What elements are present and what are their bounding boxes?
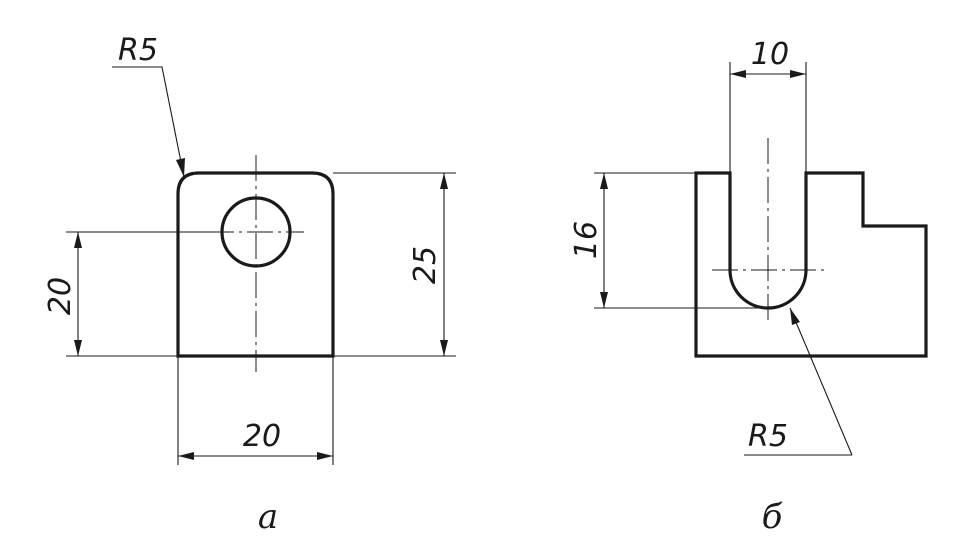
view-b-radius-leader: R5	[744, 307, 853, 456]
view-a: R5 20 25 20 а	[43, 33, 456, 537]
view-b-slot-depth-label: 16	[569, 221, 604, 259]
view-b: 10 16 R5 б	[569, 37, 928, 537]
view-b-part-outline	[694, 171, 928, 358]
view-a-dim-width: 20	[177, 356, 334, 465]
view-b-dim-slot-depth: 16	[569, 172, 768, 309]
view-b-caption: б	[762, 497, 783, 537]
view-a-caption: а	[258, 497, 278, 537]
view-b-slot-width-label: 10	[751, 37, 789, 72]
view-a-width-label: 20	[243, 419, 281, 454]
view-a-dim-hole-height: 20	[43, 231, 222, 357]
view-b-dim-slot-width: 10	[729, 37, 807, 173]
view-a-radius-label: R5	[118, 33, 158, 68]
view-a-dim-total-height: 25	[333, 172, 456, 357]
view-b-radius-label: R5	[748, 419, 788, 454]
view-a-part-outline	[176, 171, 335, 358]
view-a-hole-height-label: 20	[43, 277, 78, 315]
view-a-radius-leader: R5	[112, 33, 185, 178]
view-a-total-height-label: 25	[408, 246, 443, 284]
